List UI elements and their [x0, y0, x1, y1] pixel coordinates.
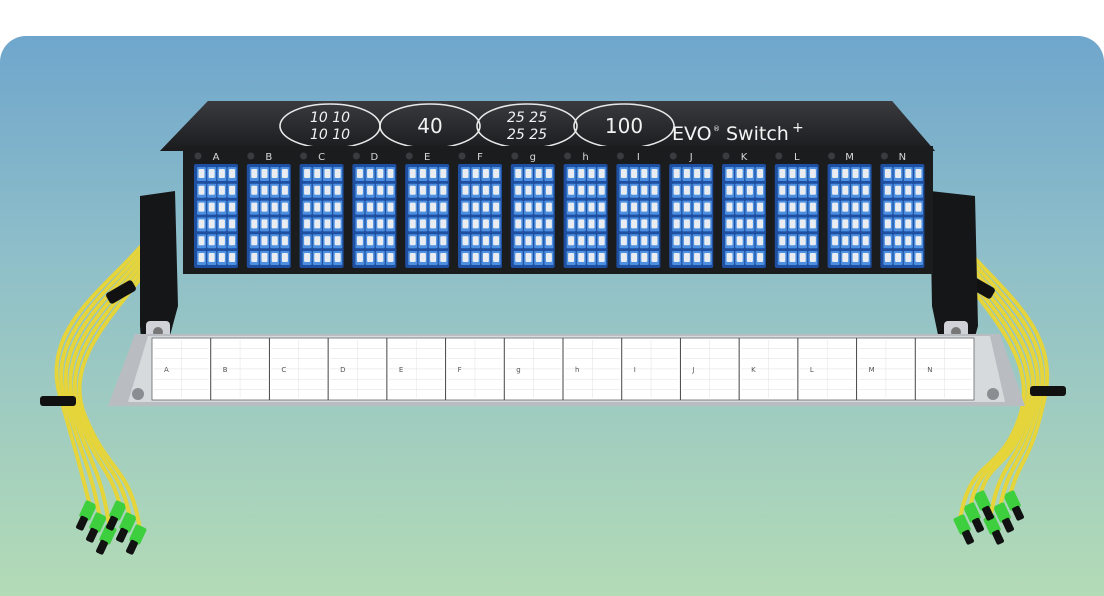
label-strip-column: F: [445, 338, 503, 400]
column-label: C: [318, 152, 325, 163]
column-label: F: [477, 152, 483, 163]
column-label: M: [845, 152, 854, 163]
speed-badge-label: 25 25: [507, 110, 547, 126]
cassette-grid: [194, 164, 925, 268]
cassette: [722, 164, 766, 268]
strip-column-label: M: [869, 366, 875, 374]
label-strip-column: N: [914, 338, 972, 400]
cassette: [405, 164, 450, 268]
column-tab: E: [405, 152, 430, 163]
column-tab: F: [458, 152, 483, 163]
cassette: [669, 164, 714, 268]
strip-column-label: h: [575, 366, 579, 374]
label-strip-column: L: [797, 338, 855, 400]
chassis-top: [160, 101, 935, 151]
strip-column-label: C: [281, 366, 286, 374]
brand-logo: EVO ® Switch +: [672, 120, 804, 145]
label-strip-column: E: [386, 338, 444, 400]
cassette: [616, 164, 661, 268]
speed-badge-label: 100: [605, 114, 643, 138]
cassette: [458, 164, 502, 268]
label-strip-column: D: [327, 338, 385, 400]
cassette: [246, 164, 291, 268]
column-tab: N: [880, 152, 906, 163]
column-tab: D: [352, 152, 379, 163]
cassette: [563, 164, 608, 268]
column-label: A: [213, 152, 220, 163]
column-tab: C: [300, 152, 325, 163]
column-tab: h: [564, 152, 589, 163]
column-label: N: [899, 152, 906, 163]
cassette: [299, 164, 344, 268]
brand-plus: +: [792, 120, 804, 136]
strip-column-label: A: [164, 366, 169, 374]
strip-column-label: D: [340, 366, 345, 374]
column-label: L: [794, 152, 800, 163]
speed-badge-label: 25 25: [507, 127, 547, 143]
strip-column-label: E: [399, 366, 403, 374]
strip-column-label: B: [223, 366, 228, 374]
brand-name: EVO: [672, 123, 712, 145]
column-tab: I: [616, 152, 640, 163]
strip-column-label: K: [751, 366, 756, 374]
label-strip-column: A: [154, 340, 209, 398]
left-fiber-cables: [40, 234, 162, 555]
cassette: [774, 164, 819, 268]
column-tab: A: [194, 152, 220, 163]
label-strip-column: C: [268, 338, 327, 400]
label-strip-column: K: [738, 338, 796, 400]
strip-column-label: I: [634, 366, 636, 374]
column-tab: M: [828, 152, 854, 163]
column-tab: B: [247, 152, 272, 163]
column-label: I: [637, 152, 640, 163]
label-strip-column: B: [210, 338, 268, 400]
column-label: g: [530, 152, 536, 163]
column-tab: J: [669, 152, 693, 163]
right-fiber-cables: [943, 234, 1066, 545]
label-strip-column: g: [503, 338, 561, 400]
column-label: h: [582, 152, 588, 163]
speed-badge-label: 40: [417, 114, 442, 138]
column-label: E: [424, 152, 430, 163]
column-tab: g: [511, 152, 536, 163]
cassette: [352, 164, 397, 268]
brand-model: Switch: [726, 123, 789, 145]
left-mounting-bracket: [140, 191, 178, 354]
chassis-front: [183, 146, 933, 274]
label-strip-column: J: [679, 338, 738, 400]
column-label: D: [371, 152, 379, 163]
strip-column-label: N: [927, 366, 932, 374]
strip-column-label: L: [810, 366, 814, 374]
label-strip-column: M: [856, 338, 914, 400]
cassette: [880, 164, 925, 268]
cassette: [827, 164, 872, 268]
strip-column-label: F: [458, 366, 462, 374]
column-label: J: [689, 152, 693, 163]
label-strip-column: h: [562, 338, 620, 400]
right-mounting-bracket: [930, 191, 978, 354]
column-label: B: [265, 152, 272, 163]
column-label: K: [741, 152, 748, 163]
speed-badge-label: 10 10: [310, 110, 350, 126]
speed-badge-label: 10 10: [310, 127, 350, 143]
cassette: [194, 164, 238, 268]
strip-column-label: g: [516, 366, 520, 374]
column-tab: L: [775, 152, 800, 163]
column-tab: K: [722, 152, 748, 163]
speed-badge: 100: [573, 103, 675, 149]
cassette: [510, 164, 555, 268]
label-strip-column: I: [621, 338, 679, 400]
brand-trademark: ®: [713, 125, 720, 133]
strip-column-label: J: [691, 366, 694, 374]
